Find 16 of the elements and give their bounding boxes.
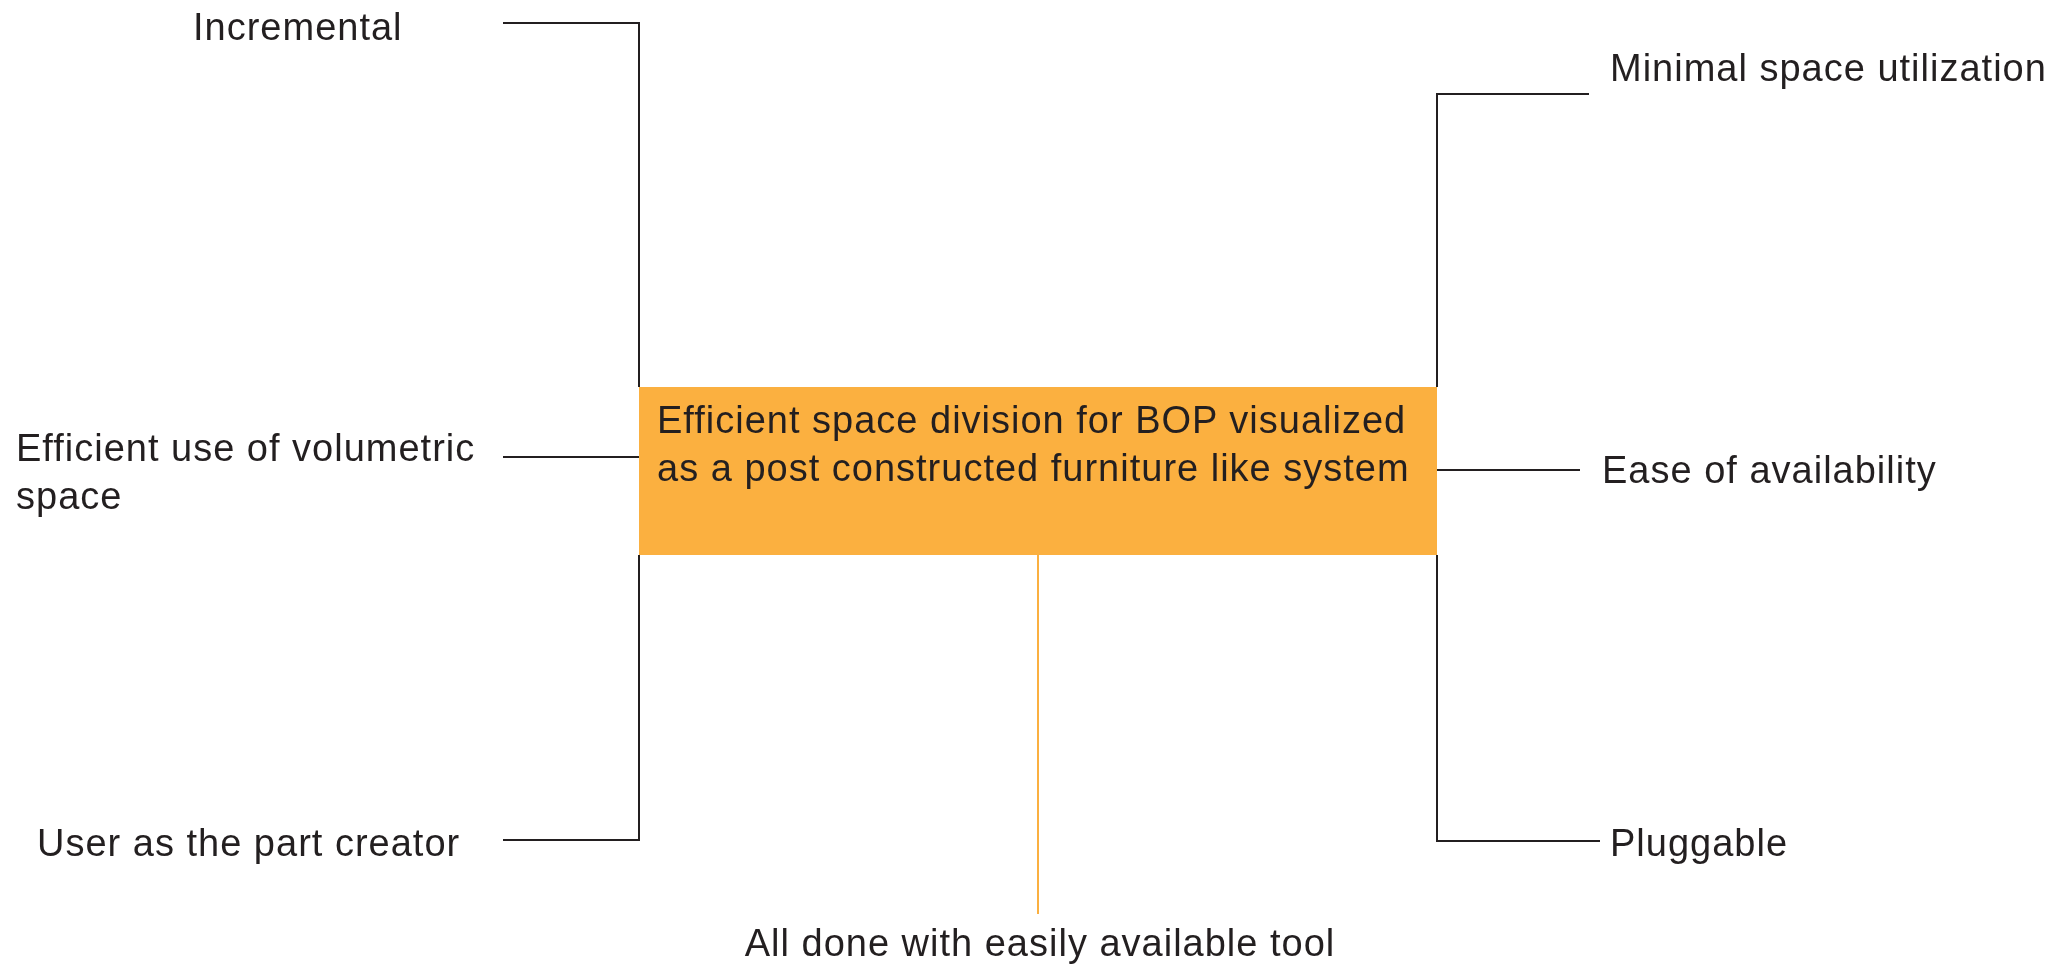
connector-line bbox=[502, 22, 640, 388]
connector-line bbox=[1436, 554, 1601, 842]
attribute-label: Efficient use of volumetric space bbox=[16, 427, 476, 517]
central-concept-box bbox=[639, 387, 1437, 555]
attribute-label: Incremental bbox=[193, 6, 403, 48]
attribute-label: Minimal space utilization bbox=[1610, 47, 2047, 89]
attribute-label: Pluggable bbox=[1610, 822, 1789, 864]
connector-line bbox=[1436, 469, 1581, 471]
concept-text: Efficient space division for BOP visualized as a post constructed furniture like system bbox=[657, 399, 1410, 489]
connector-line bbox=[502, 456, 640, 458]
connector-line bbox=[502, 554, 640, 841]
attribute-label: All done with easily available tool bbox=[743, 921, 1337, 966]
attribute-label: Ease of availability bbox=[1602, 449, 1937, 491]
attribute-label: User as the part creator bbox=[37, 822, 461, 864]
connector-line bbox=[1436, 93, 1590, 388]
connector-line bbox=[1037, 554, 1039, 915]
